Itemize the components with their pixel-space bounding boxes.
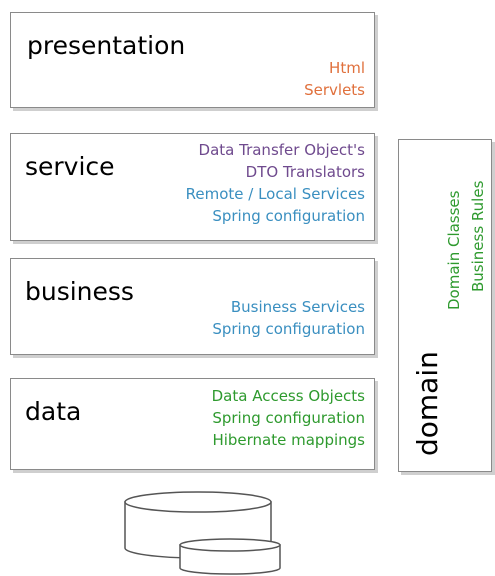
service-title: service — [25, 152, 115, 181]
service-item-remote-local: Remote / Local Services — [185, 185, 365, 203]
data-title: data — [25, 397, 82, 426]
service-item-spring-config: Spring configuration — [212, 207, 365, 225]
business-items: Business Services Spring configuration — [212, 296, 365, 340]
database-cylinder-small — [179, 538, 281, 575]
business-title: business — [25, 277, 134, 306]
service-layer: service Data Transfer Object's DTO Trans… — [10, 133, 375, 241]
data-items: Data Access Objects Spring configuration… — [212, 385, 365, 451]
service-item-dto-translators: DTO Translators — [245, 163, 365, 181]
presentation-layer: presentation Html Servlets — [10, 12, 375, 108]
business-item-services: Business Services — [230, 298, 365, 316]
database-cylinder-large — [124, 491, 272, 559]
presentation-item-servlets: Servlets — [304, 81, 365, 99]
presentation-item-html: Html — [329, 59, 365, 77]
business-layer: business Business Services Spring config… — [10, 258, 375, 355]
data-item-spring-config: Spring configuration — [212, 409, 365, 427]
domain-title: domain — [411, 351, 444, 456]
domain-item-business-rules: Business Rules — [469, 180, 487, 292]
domain-layer: Domain Classes Business Rules domain — [398, 139, 492, 472]
service-item-dto: Data Transfer Object's — [198, 141, 365, 159]
data-item-dao: Data Access Objects — [211, 387, 365, 405]
presentation-title: presentation — [27, 31, 186, 60]
data-item-hibernate: Hibernate mappings — [212, 431, 365, 449]
business-item-spring-config: Spring configuration — [212, 320, 365, 338]
domain-item-domain-classes: Domain Classes — [445, 190, 463, 310]
data-layer: data Data Access Objects Spring configur… — [10, 378, 375, 470]
service-items: Data Transfer Object's DTO Translators R… — [186, 139, 365, 227]
presentation-items: Html Servlets — [304, 57, 365, 101]
